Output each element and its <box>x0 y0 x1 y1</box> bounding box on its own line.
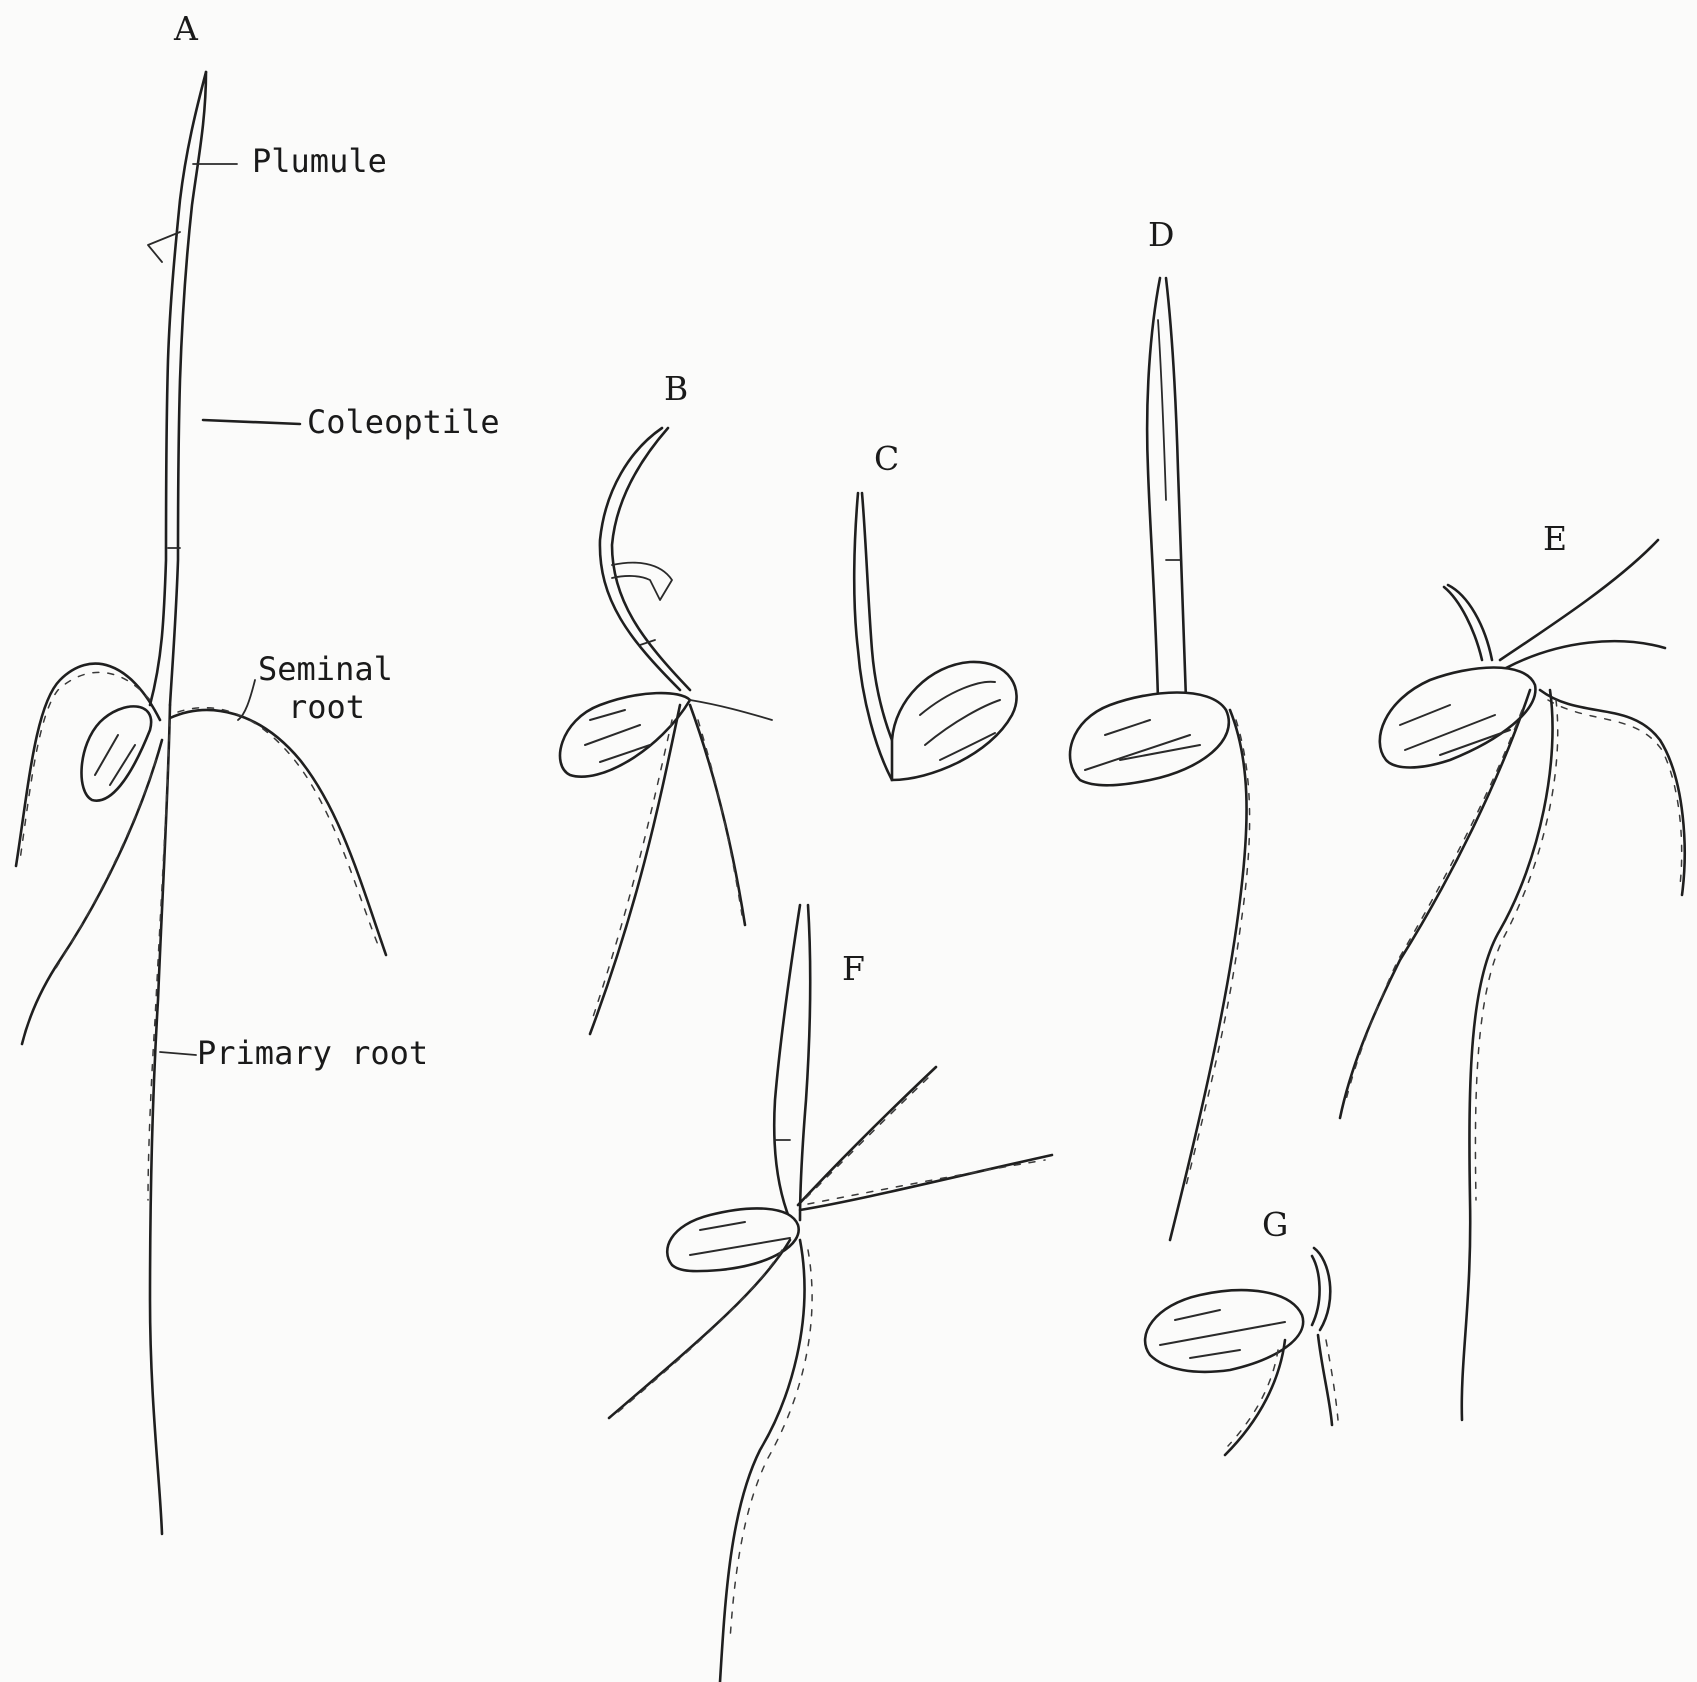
coleoptile-leader <box>203 420 300 424</box>
seedling-a: A Plumule Coleoptile Seminal root Primar… <box>16 9 500 1534</box>
panel-label-f: F <box>842 949 865 988</box>
g-seed <box>1145 1290 1303 1372</box>
d-primary-root <box>1170 710 1247 1240</box>
seedling-f: F <box>609 905 1052 1682</box>
f-shoot-left <box>774 905 800 1220</box>
panel-label-c: C <box>874 439 899 478</box>
d-shoot-right <box>1166 278 1186 700</box>
a-seminal-root-right <box>170 710 386 955</box>
a-shoot-right-edge <box>170 72 206 705</box>
a-seed <box>82 706 152 800</box>
seedling-d: D <box>1070 215 1250 1240</box>
panel-label-a: A <box>173 9 199 48</box>
coleoptile-label: Coleoptile <box>307 403 500 441</box>
seedling-g: G <box>1145 1205 1338 1455</box>
seedling-e: E <box>1340 519 1685 1420</box>
panel-label-g: G <box>1262 1205 1288 1244</box>
d-shoot-left <box>1147 278 1160 700</box>
b-root-2 <box>690 705 745 925</box>
d-seed <box>1070 693 1229 786</box>
seminal-root-label-line2: root <box>288 688 365 726</box>
primary-root-label: Primary root <box>197 1034 428 1072</box>
primary-root-leader <box>160 1052 196 1055</box>
f-primary-root <box>720 1240 804 1682</box>
b-seed <box>560 693 690 777</box>
seminal-root-leader <box>238 680 255 720</box>
e-seed <box>1380 668 1536 768</box>
e-root-right <box>1540 690 1685 895</box>
e-root-top-2 <box>1506 641 1665 668</box>
b-root-3 <box>690 700 772 720</box>
seedling-c: C <box>854 439 1016 780</box>
panel-label-d: D <box>1148 215 1174 254</box>
a-primary-root <box>150 705 170 1534</box>
g-root-2 <box>1318 1335 1332 1425</box>
f-shoot-right <box>800 905 810 1220</box>
e-primary-root <box>1462 690 1553 1420</box>
seedling-b: B <box>560 369 772 1034</box>
c-shoot-left <box>854 493 892 780</box>
panel-label-b: B <box>664 369 688 408</box>
c-seed <box>892 662 1017 780</box>
g-shoot-outer <box>1314 1248 1330 1330</box>
seminal-root-label-line1: Seminal <box>258 650 393 688</box>
panel-label-e: E <box>1543 519 1567 558</box>
g-shoot-inner <box>1312 1256 1320 1325</box>
plumule-label: Plumule <box>252 142 387 180</box>
